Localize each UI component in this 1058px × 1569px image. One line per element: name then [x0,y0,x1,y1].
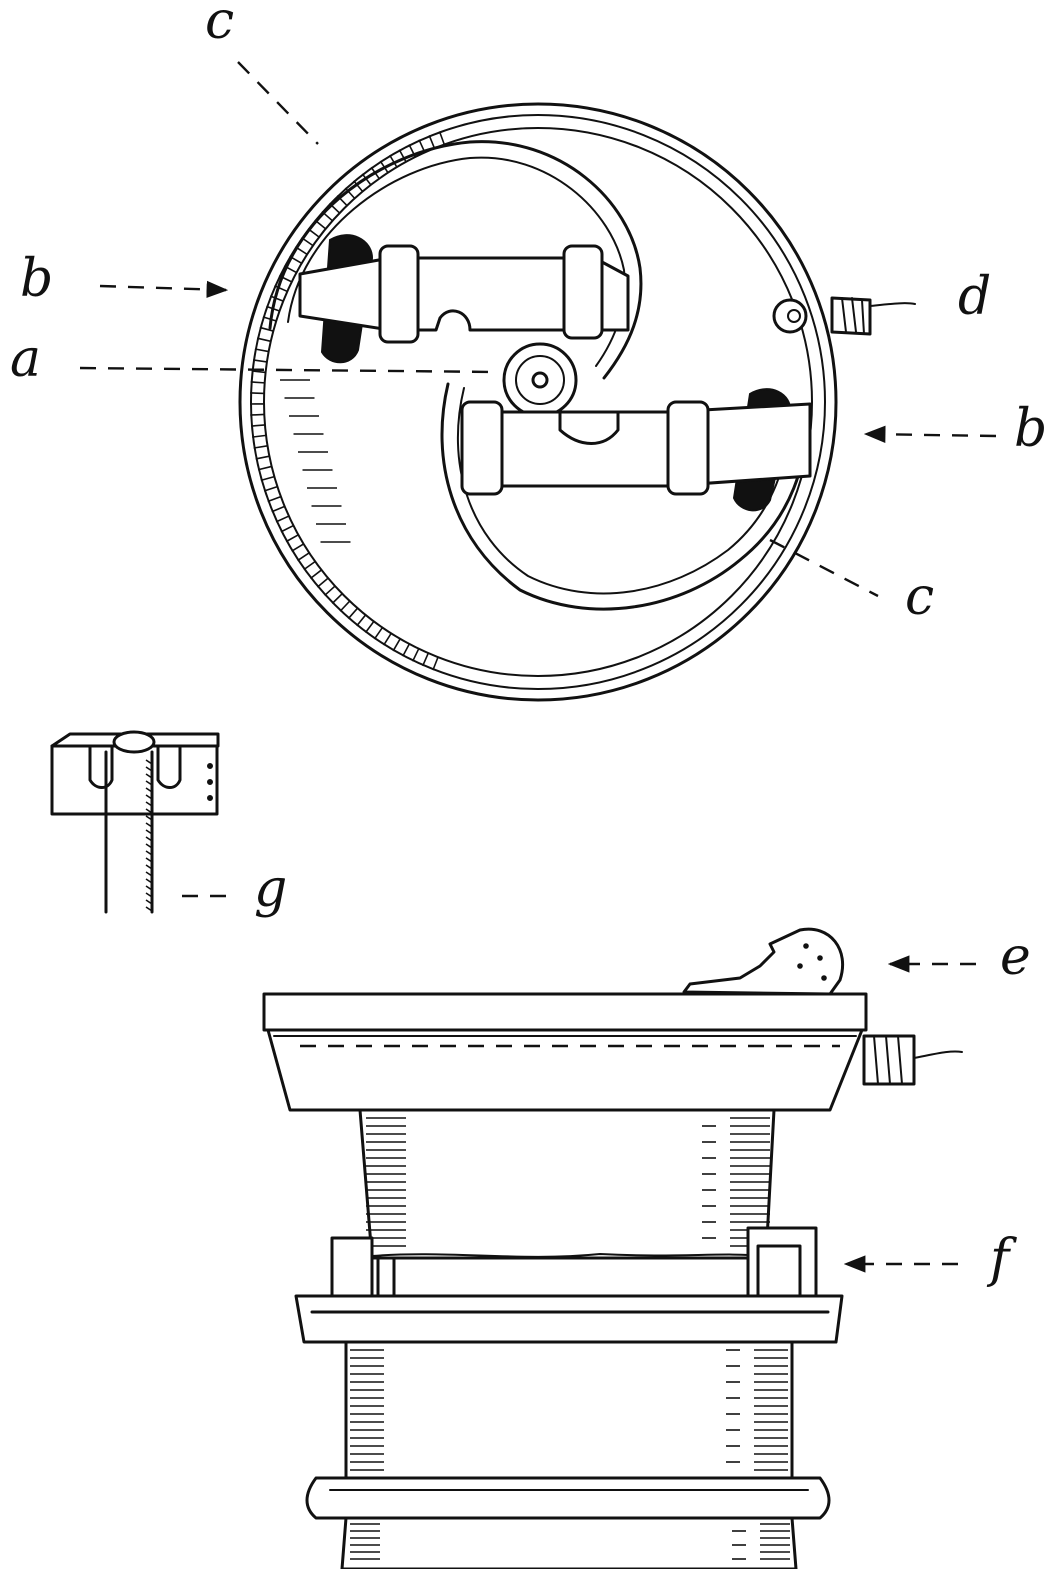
rim-shading [250,131,446,671]
side-lower-flange [294,1294,844,1344]
label-a: a [10,329,41,389]
side-top-cap [262,992,868,1032]
side-wire-coil [862,1034,963,1086]
housing-inner-wall [263,127,813,677]
label-c-bottom: c [905,567,934,627]
side-lower-drum [344,1340,794,1480]
center-pin [531,371,549,389]
lower-brush-holder [460,388,812,512]
center-hub-inner [515,355,565,405]
label-e: e [1000,927,1031,987]
label-d: d [958,267,991,327]
terminal-d [772,296,916,336]
label-b-right: b [1014,399,1047,459]
side-middle-drum [358,1108,776,1260]
side-bottom-bead [305,1476,831,1520]
side-base-foot [340,1516,798,1569]
annotations: c b a d b c g e f [10,0,1047,1289]
center-hub [502,342,578,418]
label-f: f [986,1229,1017,1289]
label-c-top: c [205,0,234,51]
housing-inner-ring [250,114,826,690]
lower-spring-c [440,382,808,611]
upper-brush-holder [298,234,630,364]
top-view [238,102,916,702]
detail-g [50,730,220,914]
upper-spring-c [268,140,643,380]
weight-e [682,927,845,996]
side-view [262,927,963,1569]
housing-outer-ring [238,102,838,702]
label-g: g [254,859,287,919]
label-b-left: b [20,249,53,309]
